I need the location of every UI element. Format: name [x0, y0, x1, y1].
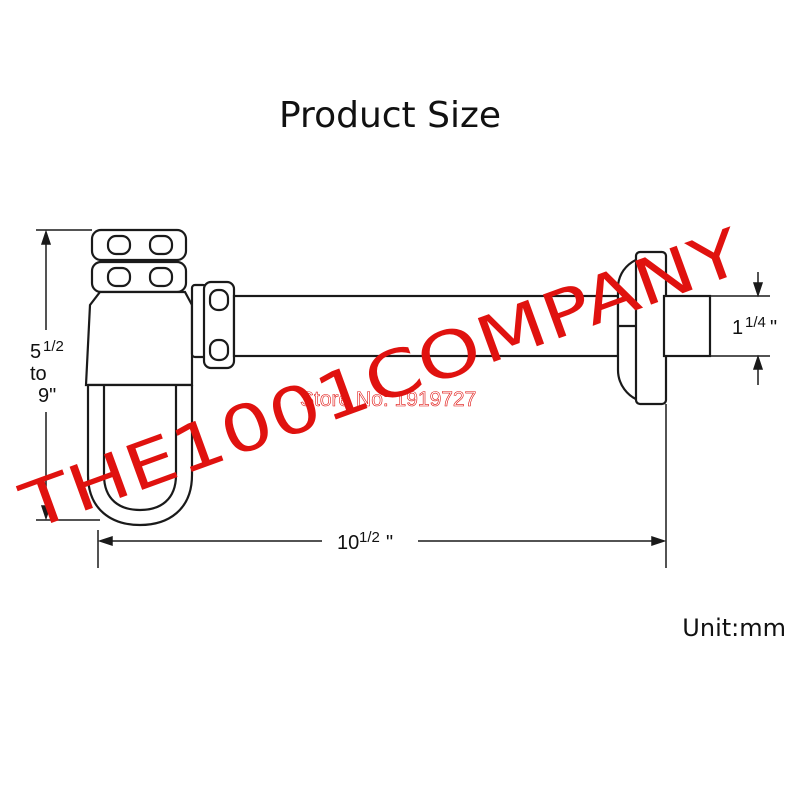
watermark-store-number: Store No: 1919727: [300, 388, 476, 411]
trap-bowl-inner: [102, 385, 178, 512]
length-dimension-whole: 10: [337, 532, 359, 554]
side-connector: [190, 280, 236, 370]
lower-nut-hole-left: [106, 266, 132, 288]
length-dimension-fraction: 1/2: [359, 529, 380, 546]
height-dimension-connector: to: [30, 363, 47, 385]
height-dimension-max: 9": [38, 385, 56, 407]
page-title: Product Size: [278, 95, 502, 136]
bottle-trap: [84, 228, 194, 527]
length-dimension: [97, 404, 667, 568]
lower-nut-hole-right: [148, 266, 174, 288]
top-nut-hole-left: [106, 234, 132, 256]
wall-flange: [616, 250, 712, 406]
pipe-diameter-dimension: [710, 272, 770, 385]
trap-shoulder: [84, 290, 194, 387]
pipe-diameter-suffix: ": [770, 317, 777, 339]
pipe-diameter-fraction: 1/4: [745, 314, 766, 331]
height-dimension-whole: 5: [30, 341, 41, 363]
length-dimension-suffix: ": [386, 532, 393, 554]
unit-label: Unit:mm: [682, 614, 786, 642]
top-nut-hole-right: [148, 234, 174, 256]
height-dimension-fraction: 1/2: [43, 338, 64, 355]
height-dimension: [36, 229, 100, 521]
pipe-diameter-whole: 1: [732, 317, 743, 339]
trap-bowl-outer: [86, 385, 194, 527]
